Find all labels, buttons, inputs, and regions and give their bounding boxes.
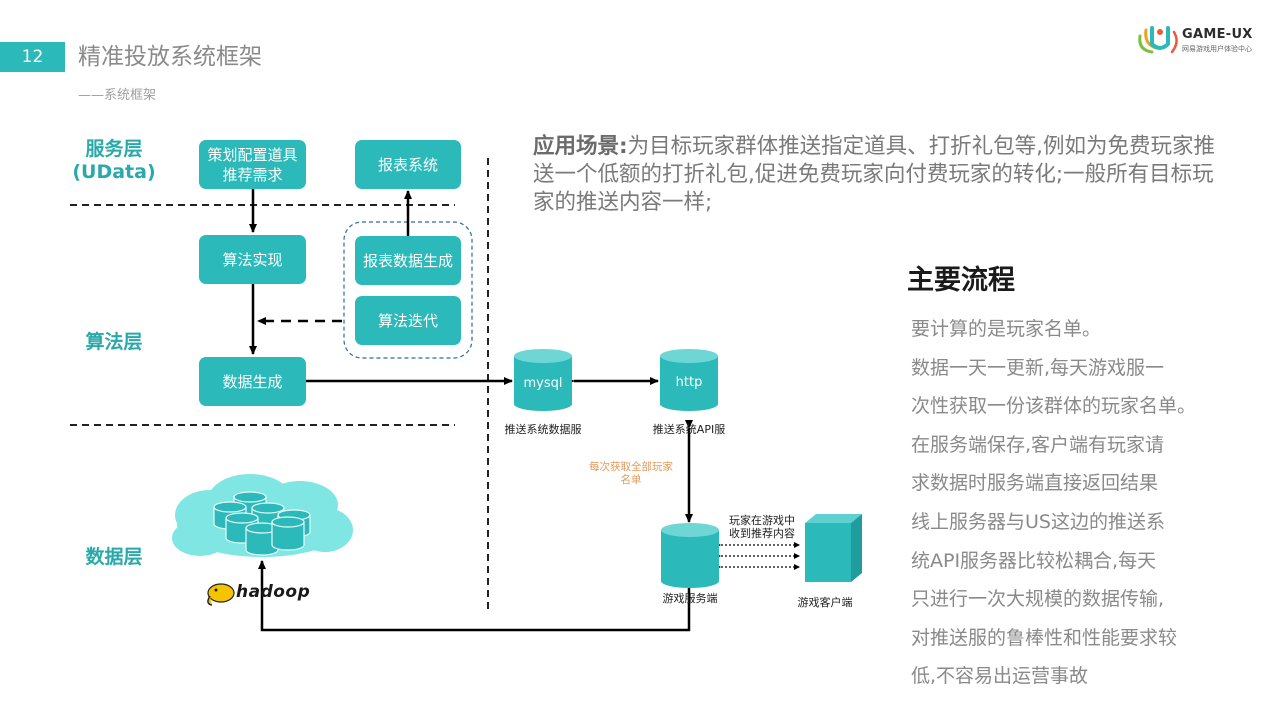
logo-text: GAME-UX: [1182, 27, 1253, 42]
mysql-caption: 推送系统数据服: [504, 423, 582, 436]
flow-line: 次性获取一份该群体的玩家名单。: [911, 395, 1197, 418]
main-flow-title: 主要流程: [907, 265, 1015, 296]
flow-line: 数据一天一更新,每天游戏服一: [911, 356, 1165, 379]
algorithm-impl-box: 算法实现: [199, 235, 306, 284]
flow-line: 在服务端保存,客户端有玩家请: [911, 433, 1165, 456]
page-number: 12: [0, 42, 65, 72]
hadoop-elephant-icon: [207, 583, 235, 606]
report-data-gen-box: 报表数据生成: [355, 236, 461, 285]
plan-config-box: 策划配置道具推荐需求: [199, 140, 306, 189]
http-label: http: [675, 375, 703, 390]
data-layer-label: 数据层: [85, 546, 143, 568]
flow-line: 求数据时服务端直接返回结果: [911, 472, 1159, 495]
main-flow-list: 要计算的是玩家名单。 数据一天一更新,每天游戏服一 次性获取一份该群体的玩家名单…: [911, 310, 1241, 696]
hadoop-logo-text: hadoop: [236, 582, 311, 602]
game-server-caption: 游戏服务端: [662, 592, 718, 605]
page-title: 精准投放系统框架: [78, 44, 262, 70]
service-layer-label: 服务层 (UData): [72, 138, 156, 183]
fetch-all-note: 每次获取全部玩家 名单: [589, 461, 673, 486]
algorithm-layer-label: 算法层: [85, 331, 143, 353]
scenario-label: 应用场景:: [533, 134, 628, 159]
flow-line: 要计算的是玩家名单。: [911, 318, 1102, 340]
algorithm-iteration-box: 算法迭代: [355, 296, 461, 345]
game-ux-logo-icon: [1138, 26, 1178, 54]
game-client-caption: 游戏客户端: [797, 596, 853, 609]
flow-line: 对推送服的鲁棒性和性能要求较: [911, 626, 1178, 649]
logo-subtext: 网易游戏用户体验中心: [1182, 45, 1252, 53]
game-client-icon: [805, 514, 862, 582]
flow-line: 统API服务器比较松耦合,每天: [911, 549, 1157, 572]
mysql-label: mysql: [523, 376, 563, 391]
page-subtitle: ——系统框架: [78, 88, 157, 103]
receive-content-note: 玩家在游戏中 收到推荐内容: [729, 514, 795, 540]
scenario-text: 为目标玩家群体推送指定道具、打折礼包等,例如为免费玩家推送一个低额的打折礼包,促…: [533, 134, 1215, 215]
application-scenario: 应用场景:为目标玩家群体推送指定道具、打折礼包等,例如为免费玩家推送一个低额的打…: [533, 133, 1223, 217]
http-server-icon: [660, 349, 718, 411]
flow-line: 只进行一次大规模的数据传输,: [911, 588, 1165, 611]
http-caption: 推送系统API服: [652, 423, 726, 436]
data-gen-box: 数据生成: [199, 357, 306, 406]
arrow-gameserver-to-hadoop: [258, 560, 691, 632]
hadoop-cloud-icon: [172, 474, 353, 557]
flow-line: 低,不容易出运营事故: [911, 665, 1089, 688]
report-system-box: 报表系统: [355, 140, 461, 189]
game-server-icon: [661, 523, 719, 588]
mysql-database-icon: [514, 349, 572, 411]
flow-line: 线上服务器与US这边的推送系: [911, 510, 1165, 533]
